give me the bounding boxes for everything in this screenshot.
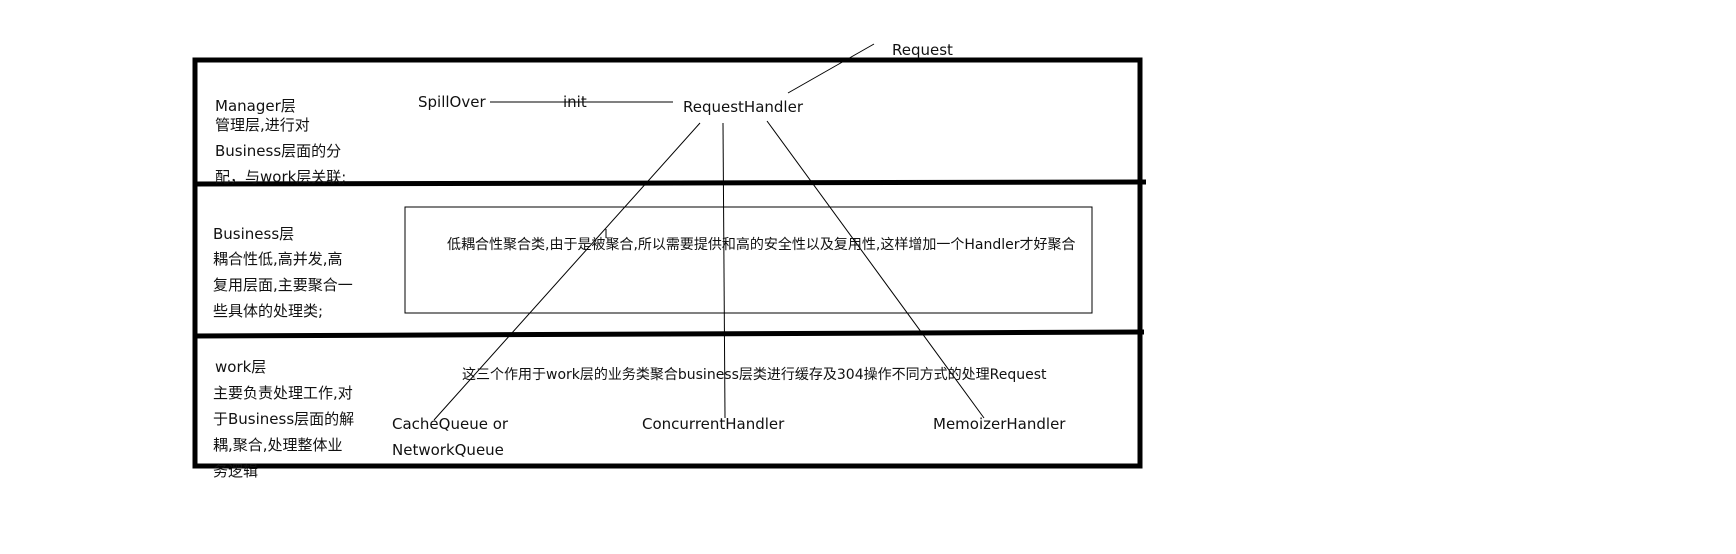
work-layer-desc: 主要负责处理工作,对 于Business层面的解 耦,聚合,处理整体业 务逻辑 xyxy=(213,380,363,484)
line-to-memoizerhandler xyxy=(766,120,985,419)
work-desc-line: 于Business层面的解 xyxy=(213,410,355,428)
manager-layer-desc: 管理层,进行对 Business层面的分 配，与work层关联; xyxy=(215,112,365,190)
separator-manager-business xyxy=(192,179,1147,187)
business-layer-desc: 耦合性低,高并发,高 复用层面,主要聚合一 些具体的处理类; xyxy=(213,246,363,324)
separator-business-work xyxy=(192,329,1145,339)
requesthandler-label: RequestHandler xyxy=(683,98,803,116)
line-to-concurrenthandler xyxy=(722,122,726,419)
business-box-text: 低耦合性聚合类,由于是被聚合,所以需要提供和高的安全性以及复用性,这样增加一个H… xyxy=(447,237,1076,253)
work-desc-line: 主要负责处理工作,对 xyxy=(213,384,353,402)
init-label: init xyxy=(563,93,587,111)
memoizerhandler-label: MemoizerHandler xyxy=(933,415,1066,433)
line-to-cachequeue xyxy=(433,122,701,421)
business-layer-title: Business层 xyxy=(213,225,295,243)
work-desc-line: 务逻辑 xyxy=(213,462,259,480)
work-layer-title: work层 xyxy=(215,358,267,376)
business-box xyxy=(404,206,1093,314)
business-desc-line: 些具体的处理类; xyxy=(213,302,324,320)
request-line xyxy=(787,43,875,94)
manager-desc-line: Business层面的分 xyxy=(215,142,342,160)
concurrenthandler-label: ConcurrentHandler xyxy=(642,415,785,433)
manager-desc-line: 配，与work层关联; xyxy=(215,168,347,186)
spillover-label: SpillOver xyxy=(418,93,486,111)
networkqueue-label: NetworkQueue xyxy=(392,441,504,459)
work-desc-line: 耦,聚合,处理整体业 xyxy=(213,436,343,454)
business-desc-line: 复用层面,主要聚合一 xyxy=(213,276,353,294)
manager-layer-title: Manager层 xyxy=(215,97,296,115)
request-label: Request xyxy=(892,41,953,59)
cachequeue-label: CacheQueue or xyxy=(392,415,509,433)
outer-frame xyxy=(192,57,1143,469)
business-desc-line: 耦合性低,高并发,高 xyxy=(213,250,343,268)
work-note: 这三个作用于work层的业务类聚合business层类进行缓存及304操作不同方… xyxy=(462,367,1047,383)
manager-desc-line: 管理层,进行对 xyxy=(215,116,310,134)
